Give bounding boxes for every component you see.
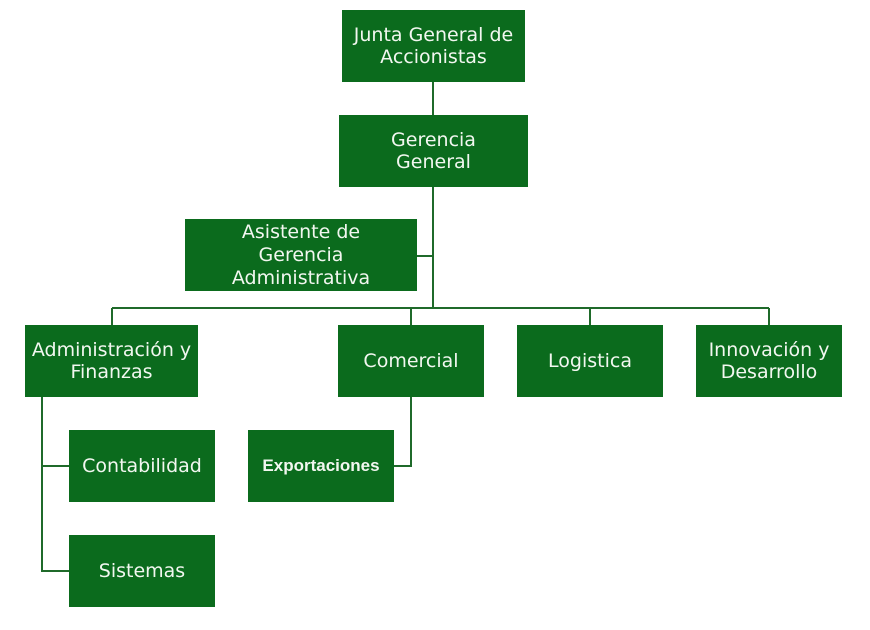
node-label: Contabilidad [82,455,202,477]
node-gerencia-general: Gerencia General [339,115,528,187]
node-label: Asistente de Gerencia Administrativa [231,220,371,289]
node-innovacion-desarrollo: Innovación y Desarrollo [696,325,842,397]
node-label: Junta General de Accionistas [353,24,514,68]
node-label: Gerencia General [391,129,476,173]
node-label: Sistemas [98,560,186,582]
node-asistente-gerencia: Asistente de Gerencia Administrativa [185,219,417,291]
node-label: Logistica [548,350,632,372]
node-comercial: Comercial [338,325,484,397]
node-contabilidad: Contabilidad [69,430,215,502]
node-junta-general: Junta General de Accionistas [342,10,525,82]
node-label: Exportaciones [262,456,380,475]
node-label: Comercial [363,350,459,372]
connector-admin-children [41,397,69,572]
node-exportaciones: Exportaciones [248,430,394,502]
node-sistemas: Sistemas [69,535,215,607]
node-label: Innovación y Desarrollo [708,339,830,383]
connector-exportaciones [394,397,412,467]
node-label: Administración y Finanzas [31,339,192,383]
node-administracion-finanzas: Administración y Finanzas [25,325,198,397]
node-logistica: Logistica [517,325,663,397]
